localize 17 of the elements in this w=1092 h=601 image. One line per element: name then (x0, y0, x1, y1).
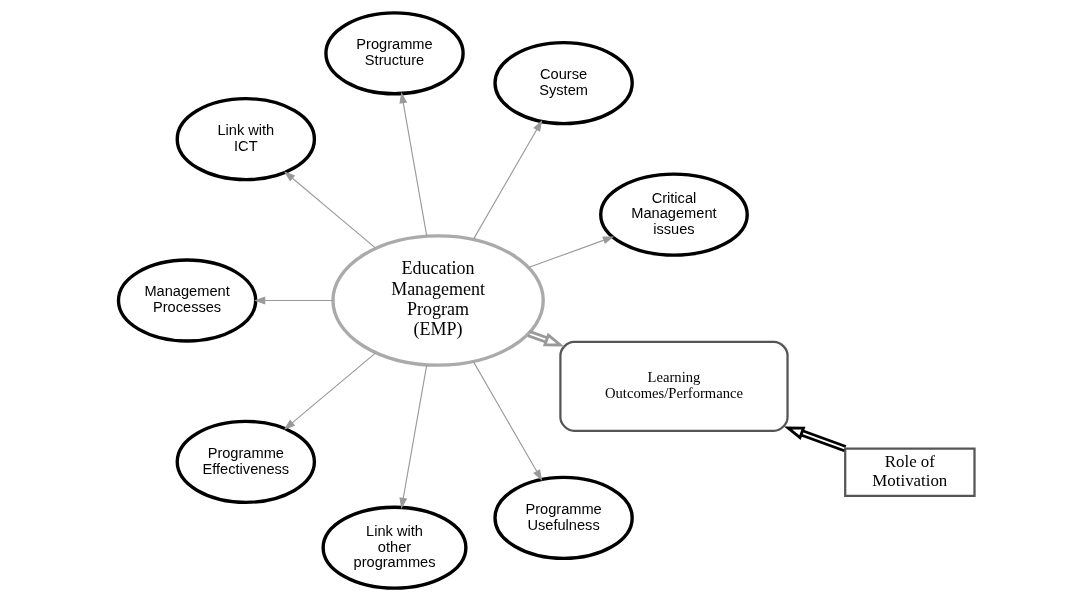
arrow (472, 361, 542, 481)
arrow (783, 426, 846, 453)
arrow (283, 352, 376, 430)
node-box: Role of Motivation (843, 447, 976, 497)
arrow (527, 236, 614, 269)
node-ellipse: Programme Usefulness (492, 475, 634, 561)
arrow (398, 364, 427, 509)
arrow (526, 330, 564, 347)
arrow (253, 296, 333, 305)
node-ellipse: Programme Structure (323, 11, 465, 96)
node-box: Learning Outcomes/Performance (558, 340, 789, 432)
node-ellipse: Link with other programmes (320, 505, 468, 590)
node-ellipse: Management Processes (116, 258, 257, 343)
arrow (283, 171, 376, 249)
node-ellipse: Course System (492, 40, 634, 126)
arrow (472, 120, 542, 240)
arrow (398, 92, 427, 237)
